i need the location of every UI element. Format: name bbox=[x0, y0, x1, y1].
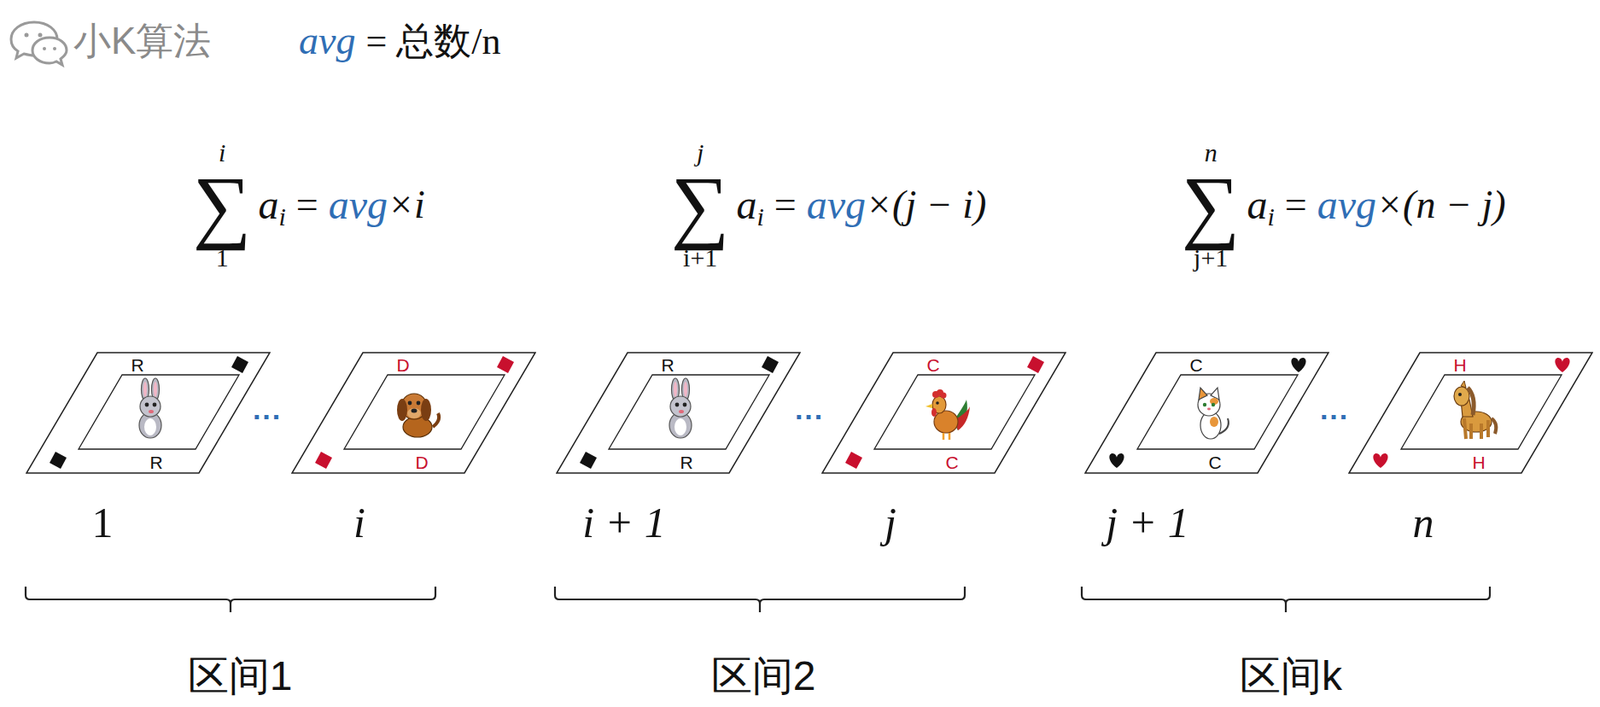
operator: = bbox=[296, 185, 319, 225]
sum-sign: ∑ bbox=[1181, 165, 1240, 244]
card-outline bbox=[291, 351, 537, 474]
formula-text: = 总数/n bbox=[365, 23, 501, 61]
sum-sign: ∑ bbox=[192, 165, 252, 244]
upper-limit: j bbox=[696, 139, 704, 167]
formula-text: ×(n − j) bbox=[1376, 185, 1507, 225]
lower-limit: j+1 bbox=[1193, 244, 1228, 272]
formula-text: ×(j − i) bbox=[865, 185, 987, 225]
operator: = bbox=[1284, 185, 1308, 225]
sum-column: n∑j+1 bbox=[1181, 139, 1240, 271]
index-number: i + 1 bbox=[582, 501, 666, 544]
playing-card: DD bbox=[291, 351, 537, 474]
brace bbox=[25, 586, 1490, 613]
subscript: i bbox=[1267, 204, 1274, 230]
lower-limit: 1 bbox=[216, 244, 229, 272]
playing-card: HH bbox=[1348, 351, 1594, 474]
variable: avg bbox=[328, 184, 388, 226]
card-outline bbox=[821, 351, 1067, 474]
formula-text: ×i bbox=[387, 185, 426, 225]
sum-column: j∑i+1 bbox=[671, 139, 730, 271]
variable: avg bbox=[298, 21, 356, 61]
variable: a bbox=[1246, 184, 1268, 226]
interval-label: 区间2 bbox=[711, 655, 817, 697]
upper-limit: n bbox=[1204, 139, 1218, 167]
index-number: i bbox=[353, 501, 366, 544]
playing-card: RR bbox=[25, 351, 271, 474]
subscript: i bbox=[278, 204, 286, 230]
sum-sign: ∑ bbox=[671, 165, 730, 244]
sum-formula: i∑1ai=avg×i bbox=[192, 139, 426, 271]
card-letter: R bbox=[149, 453, 163, 472]
variable: avg bbox=[806, 184, 866, 226]
ellipsis: ··· bbox=[794, 402, 824, 432]
card-letter: C bbox=[945, 453, 958, 472]
index-number: n bbox=[1413, 501, 1435, 544]
formula-row: avg= 总数/n bbox=[298, 21, 501, 61]
card-letter: H bbox=[1453, 356, 1466, 374]
card-letter: D bbox=[396, 356, 409, 374]
sum-column: i∑1 bbox=[192, 139, 252, 271]
card-letter: C bbox=[926, 356, 940, 374]
watermark: 小K算法 bbox=[73, 22, 211, 60]
card-letter: C bbox=[1189, 356, 1203, 374]
ellipsis: ··· bbox=[252, 402, 282, 432]
variable: avg bbox=[1317, 184, 1377, 226]
sum-formula: n∑j+1ai=avg×(n − j) bbox=[1181, 139, 1507, 271]
upper-limit: i bbox=[218, 139, 226, 167]
subscript: i bbox=[756, 204, 764, 230]
card-outline bbox=[25, 351, 271, 474]
card-outline bbox=[1348, 351, 1594, 474]
card-letter: R bbox=[660, 356, 674, 374]
card-letter: R bbox=[130, 356, 144, 374]
index-number: 1 bbox=[92, 501, 114, 544]
interval-label: 区间k bbox=[1239, 655, 1343, 697]
card-letter: C bbox=[1208, 453, 1221, 472]
card-letter: D bbox=[414, 453, 428, 472]
ellipsis: ··· bbox=[1319, 402, 1349, 432]
card-outline bbox=[1084, 351, 1330, 474]
sum-formula: j∑i+1ai=avg×(j − i) bbox=[671, 139, 987, 271]
lower-limit: i+1 bbox=[683, 244, 718, 272]
interval-label: 区间1 bbox=[187, 655, 293, 697]
index-number: j bbox=[884, 501, 897, 544]
card-outline bbox=[555, 351, 801, 474]
playing-card: RR bbox=[555, 351, 801, 474]
variable: a bbox=[735, 184, 757, 226]
card-letter: H bbox=[1471, 453, 1485, 472]
playing-card: CC bbox=[1084, 351, 1330, 474]
card-letter: R bbox=[679, 453, 693, 472]
index-number: j + 1 bbox=[1105, 501, 1190, 544]
wechat-icon bbox=[11, 22, 67, 65]
playing-card: CC bbox=[821, 351, 1067, 474]
variable: a bbox=[257, 184, 279, 226]
operator: = bbox=[774, 185, 797, 225]
